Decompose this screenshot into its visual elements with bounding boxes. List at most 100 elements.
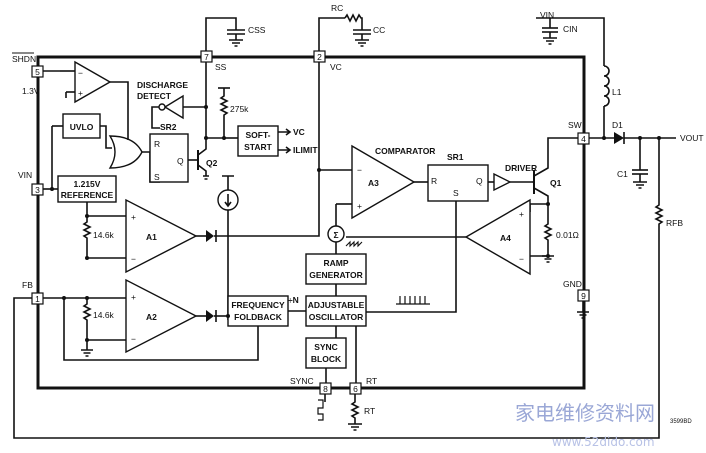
pin-ss-label: SS	[215, 62, 227, 72]
sr2-label: SR2	[160, 122, 177, 132]
sync-block-label-2: BLOCK	[311, 354, 342, 364]
softstart-out-vc: VC	[293, 127, 305, 137]
a2-label: A2	[146, 312, 157, 322]
rc-label: RC	[331, 3, 343, 13]
svg-text:Σ: Σ	[333, 230, 338, 240]
pin-sync-label: SYNC	[290, 376, 314, 386]
oscillator-block	[305, 295, 367, 327]
a1-label: A1	[146, 232, 157, 242]
ramp-label-1: RAMP	[323, 258, 348, 268]
sr2-s: S	[154, 172, 160, 182]
rc-resistor	[344, 13, 363, 30]
driver-label: DRIVER	[505, 163, 537, 173]
uvlo-label: UVLO	[70, 122, 94, 132]
watermark-cn: 家电维修资料网	[515, 401, 655, 425]
sr1-latch	[427, 164, 489, 202]
ramp-generator	[305, 253, 367, 285]
or-gate	[108, 135, 143, 169]
v13-label: 1.3V	[22, 86, 40, 96]
r146a-label: 14.6k	[93, 230, 115, 240]
svg-text:−: −	[519, 254, 524, 264]
d1-label: D1	[612, 120, 623, 130]
a4-label: A4	[500, 233, 511, 243]
rt-label: RT	[364, 406, 375, 416]
softstart-label-1: SOFT-	[245, 130, 270, 140]
q1-label: Q1	[550, 178, 562, 188]
a4-amplifier	[464, 198, 531, 276]
rsense-resistor	[543, 204, 553, 256]
pin-shdn-num: 5	[35, 67, 40, 77]
foldback-label-2: FOLDBACK	[234, 312, 283, 322]
svg-text:−: −	[78, 68, 83, 78]
svg-text:−: −	[131, 334, 136, 344]
discharge-label-1: DISCHARGE	[137, 80, 188, 90]
driver-buffer	[493, 172, 512, 192]
sr2-r: R	[154, 139, 160, 149]
l1-label: L1	[612, 87, 622, 97]
r146a-resistor	[82, 216, 126, 259]
pin-gnd-num: 9	[581, 291, 586, 301]
svg-text:−: −	[131, 254, 136, 264]
sr1-s: S	[453, 188, 459, 198]
sync-block-label-1: SYNC	[314, 342, 338, 352]
a1-amplifier	[125, 198, 198, 274]
pin-vc-num: 2	[317, 52, 322, 62]
q2-label: Q2	[206, 158, 218, 168]
svg-text:+: +	[131, 212, 136, 222]
svg-text:+: +	[131, 292, 136, 302]
sr1-q: Q	[476, 176, 483, 186]
svg-text:+: +	[519, 209, 524, 219]
oscillator-label-2: OSCILLATOR	[309, 312, 363, 322]
foldback-label-1: FREQUENCY	[231, 300, 285, 310]
pin-vc-label: VC	[330, 62, 342, 72]
r146b-label: 14.6k	[93, 310, 115, 320]
pin-fb-label: FB	[22, 280, 33, 290]
pin-rt-num: 6	[353, 384, 358, 394]
pin-vin-label: VIN	[18, 170, 32, 180]
oscillator-label-1: ADJUSTABLE	[308, 300, 365, 310]
d1-diode	[614, 132, 624, 144]
rfb-resistor	[13, 138, 664, 439]
pin-sw-num: 4	[581, 134, 586, 144]
softstart-out-ilimit: ILIMIT	[293, 145, 318, 155]
l1-inductor	[603, 65, 610, 107]
sr2-q: Q	[177, 156, 184, 166]
rsense-label: 0.01Ω	[556, 230, 579, 240]
reference-label-1: 1.215V	[74, 179, 101, 189]
reference-label-2: REFERENCE	[61, 190, 114, 200]
sr1-r: R	[431, 176, 437, 186]
ramp-label-2: GENERATOR	[309, 270, 363, 280]
cin-label: CIN	[563, 24, 578, 34]
a3-label: A3	[368, 178, 379, 188]
vout-label: VOUT	[680, 133, 704, 143]
pin-vin-num: 3	[35, 185, 40, 195]
c1-label: C1	[617, 169, 628, 179]
ic-outline	[36, 55, 586, 390]
pin-sync-num: 8	[323, 384, 328, 394]
comparator-label: COMPARATOR	[375, 146, 435, 156]
rfb-label: RFB	[666, 218, 683, 228]
pin-gnd-label: GND	[563, 279, 582, 289]
sr2-latch	[149, 133, 189, 183]
pin-rt-label: RT	[366, 376, 377, 386]
svg-text:+: +	[357, 201, 362, 211]
reference-block	[57, 175, 117, 203]
a3-comparator	[351, 144, 416, 220]
figure-code: 3599BD	[670, 419, 692, 425]
a2-amplifier	[125, 278, 198, 354]
pin-ss-num: 7	[204, 52, 209, 62]
softstart-block	[237, 125, 279, 157]
svg-text:−: −	[357, 165, 362, 175]
cc-label: CC	[373, 25, 385, 35]
r275k-label: 275k	[230, 104, 249, 114]
sr1-label: SR1	[447, 152, 464, 162]
vin-ext-label: VIN	[540, 10, 554, 20]
r146b-resistor	[82, 298, 126, 341]
css-label: CSS	[248, 25, 266, 35]
svg-text:+: +	[78, 88, 83, 98]
pin-shdn-label: SHDN	[12, 54, 36, 64]
watermark-url: www.52dido.com	[552, 435, 655, 449]
divn-label: ÷N	[288, 295, 299, 305]
